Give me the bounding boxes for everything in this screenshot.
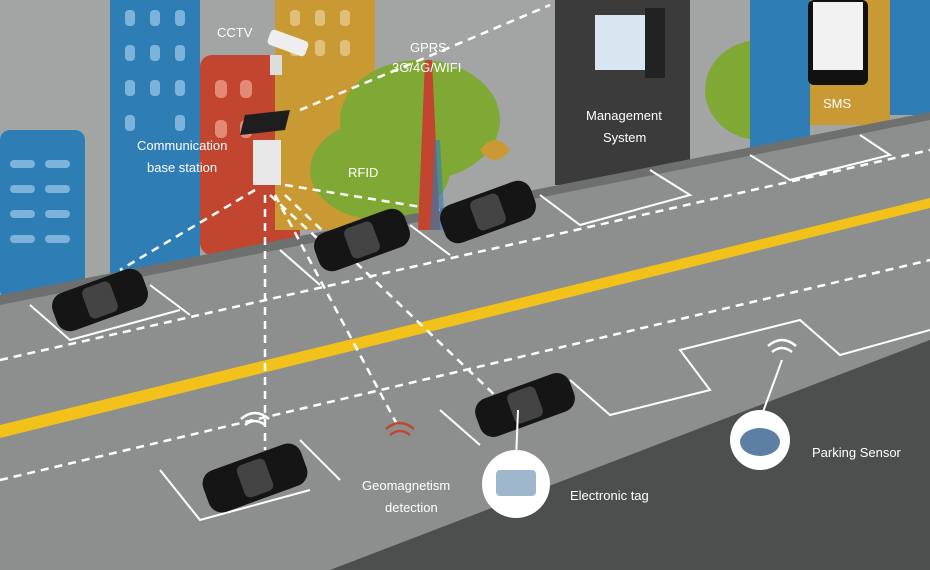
road xyxy=(0,112,930,570)
parking-sensor-icon xyxy=(730,410,790,470)
wifi-signal-icons xyxy=(240,338,797,437)
gprs-network-label: 3G/4G/WIFI xyxy=(392,60,461,75)
car-icon xyxy=(475,373,575,437)
geomagnetism-label-2: detection xyxy=(385,500,438,515)
city-background xyxy=(0,0,930,300)
electronic-tag-icon xyxy=(482,450,550,518)
geomagnetism-label: Geomagnetism xyxy=(362,478,450,493)
management-label: Management xyxy=(586,108,662,123)
gprs-label: GPRS xyxy=(410,40,447,55)
management-computer-icon xyxy=(595,8,665,78)
smartphone-icon xyxy=(808,0,868,85)
base-station-icon xyxy=(240,110,290,185)
cctv-label: CCTV xyxy=(217,25,253,40)
base-station-label: Communication xyxy=(137,138,227,153)
sms-label: SMS xyxy=(823,96,852,111)
parking-sensor-label: Parking Sensor xyxy=(812,445,902,460)
car-icon xyxy=(439,180,537,244)
connection-lines xyxy=(119,3,551,450)
cctv-camera-icon xyxy=(267,29,309,75)
electronic-tag-label: Electronic tag xyxy=(570,488,649,503)
center-line xyxy=(0,198,930,438)
management-label-2: System xyxy=(603,130,646,145)
base-station-label-2: base station xyxy=(147,160,217,175)
car-icon xyxy=(313,208,411,272)
cars xyxy=(51,180,575,513)
rfid-label: RFID xyxy=(348,165,378,180)
car-icon xyxy=(202,443,308,513)
car-icon xyxy=(51,268,149,332)
